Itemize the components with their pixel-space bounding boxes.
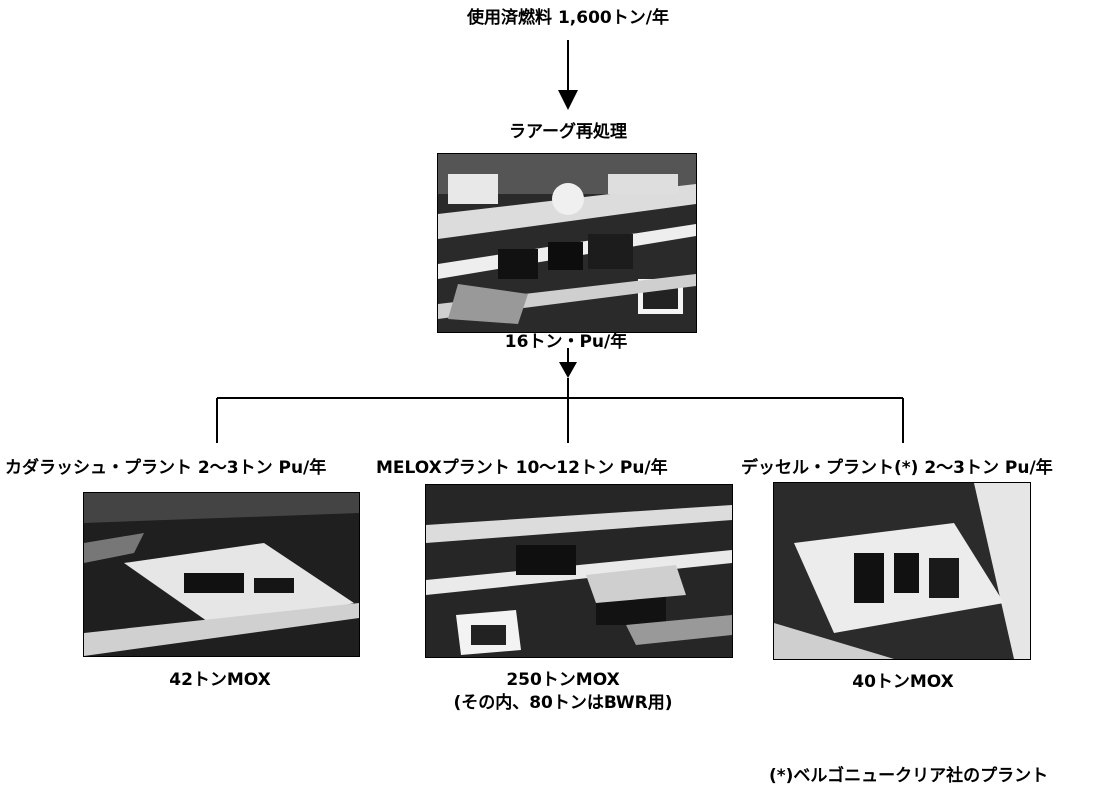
- spent-fuel-label: 使用済燃料 1,600トン/年: [467, 8, 669, 28]
- reprocessing-title: ラアーグ再処理: [509, 122, 627, 142]
- plant-cadarache-header: カダラッシュ・プラント 2～3トン Pu/年: [5, 458, 327, 478]
- plant-dessel-header: デッセル・プラント(*) 2～3トン Pu/年: [741, 458, 1053, 478]
- dessel-plant-photo: [773, 482, 1031, 660]
- reprocessing-output: 16トン・Pu/年: [504, 332, 628, 352]
- plant-melox-header: MELOXプラント 10～12トン Pu/年: [376, 458, 668, 478]
- footnote: (*)ベルゴニュークリア社のプラント: [769, 766, 1049, 786]
- melox-plant-photo: [425, 484, 733, 658]
- arrow-down-icon: [559, 362, 577, 378]
- la-hague-photo: [437, 153, 697, 333]
- plant-melox-output: 250トンMOX: [506, 670, 620, 690]
- plant-melox-output-note: (その内、80トンはBWR用): [453, 693, 673, 713]
- plant-dessel-output: 40トンMOX: [852, 672, 954, 692]
- plant-cadarache-output: 42トンMOX: [169, 670, 271, 690]
- arrow-down-icon: [558, 90, 578, 110]
- cadarache-plant-photo: [83, 492, 360, 657]
